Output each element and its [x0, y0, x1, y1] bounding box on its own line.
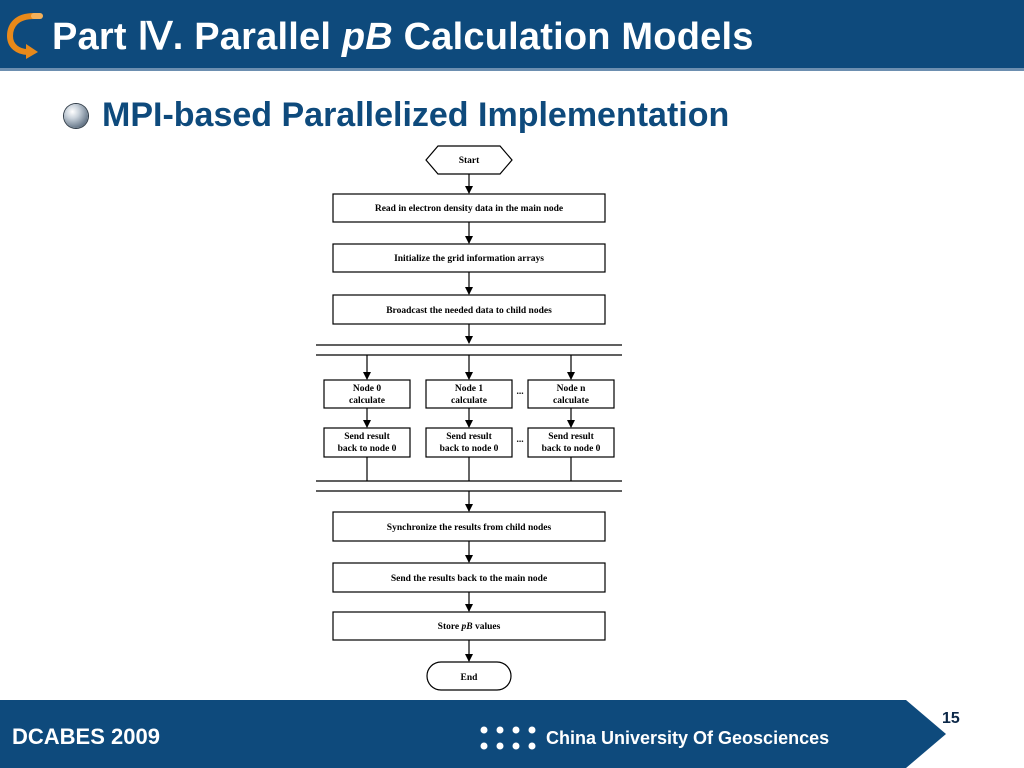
- title-bar-rule: [0, 68, 1024, 71]
- node0-send-line1: Send result: [344, 432, 390, 442]
- noden-calc-box: [527, 379, 615, 409]
- node0-calc-line1: Node 0: [353, 384, 381, 394]
- ellipsis: ...: [516, 387, 523, 397]
- step-store-label: Store pB values: [438, 622, 501, 632]
- node0-calc-box: [323, 379, 411, 409]
- end-label: End: [461, 673, 479, 683]
- step-sync-box: [332, 511, 606, 542]
- node1-send-line2: back to node 0: [440, 444, 499, 454]
- node0-send-box: [323, 427, 411, 458]
- step-send-main-box: [332, 562, 606, 593]
- node1-calc-line1: Node 1: [455, 384, 483, 394]
- step-read-label: Read in electron density data in the mai…: [375, 204, 563, 214]
- page-number: 15: [942, 710, 960, 727]
- node1-calc-box: [425, 379, 513, 409]
- curved-arrow-logo-icon: [6, 13, 43, 59]
- end-terminal: [426, 661, 512, 691]
- conference-label: DCABES 2009: [12, 724, 160, 749]
- noden-calc-line1: Node n: [557, 384, 586, 394]
- section-heading: MPI-based Parallelized Implementation: [102, 96, 730, 134]
- start-terminal: [425, 145, 513, 175]
- node1-send-line1: Send result: [446, 432, 492, 442]
- step-read-box: [332, 193, 606, 223]
- step-init-label: Initialize the grid information arrays: [394, 254, 544, 264]
- node1-send-box: [425, 427, 513, 458]
- noden-send-line1: Send result: [548, 432, 594, 442]
- institution-label: China University Of Geosciences: [546, 728, 830, 748]
- step-broadcast-label: Broadcast the needed data to child nodes: [386, 306, 552, 316]
- start-label: Start: [459, 156, 480, 166]
- noden-calc-line2: calculate: [553, 396, 589, 406]
- dot-grid-icon: [480, 726, 536, 750]
- noden-send-line2: back to node 0: [542, 444, 601, 454]
- step-sync-label: Synchronize the results from child nodes: [387, 523, 552, 533]
- node0-calc-line2: calculate: [349, 396, 385, 406]
- node0-send-line2: back to node 0: [338, 444, 397, 454]
- slide-title: Part Ⅳ. Parallel pB Calculation Models: [52, 16, 754, 58]
- ellipsis: ...: [516, 435, 523, 445]
- noden-send-box: [527, 427, 615, 458]
- step-broadcast-box: [332, 294, 606, 325]
- step-send-main-label: Send the results back to the main node: [391, 574, 547, 584]
- title-bar: [0, 0, 1024, 68]
- footer-bar: [0, 700, 946, 768]
- flowchart: Start Read in electron density data in t…: [316, 145, 622, 691]
- node1-calc-line2: calculate: [451, 396, 487, 406]
- step-store-box: [332, 611, 606, 641]
- step-init-box: [332, 243, 606, 273]
- bullet-icon: [64, 104, 88, 128]
